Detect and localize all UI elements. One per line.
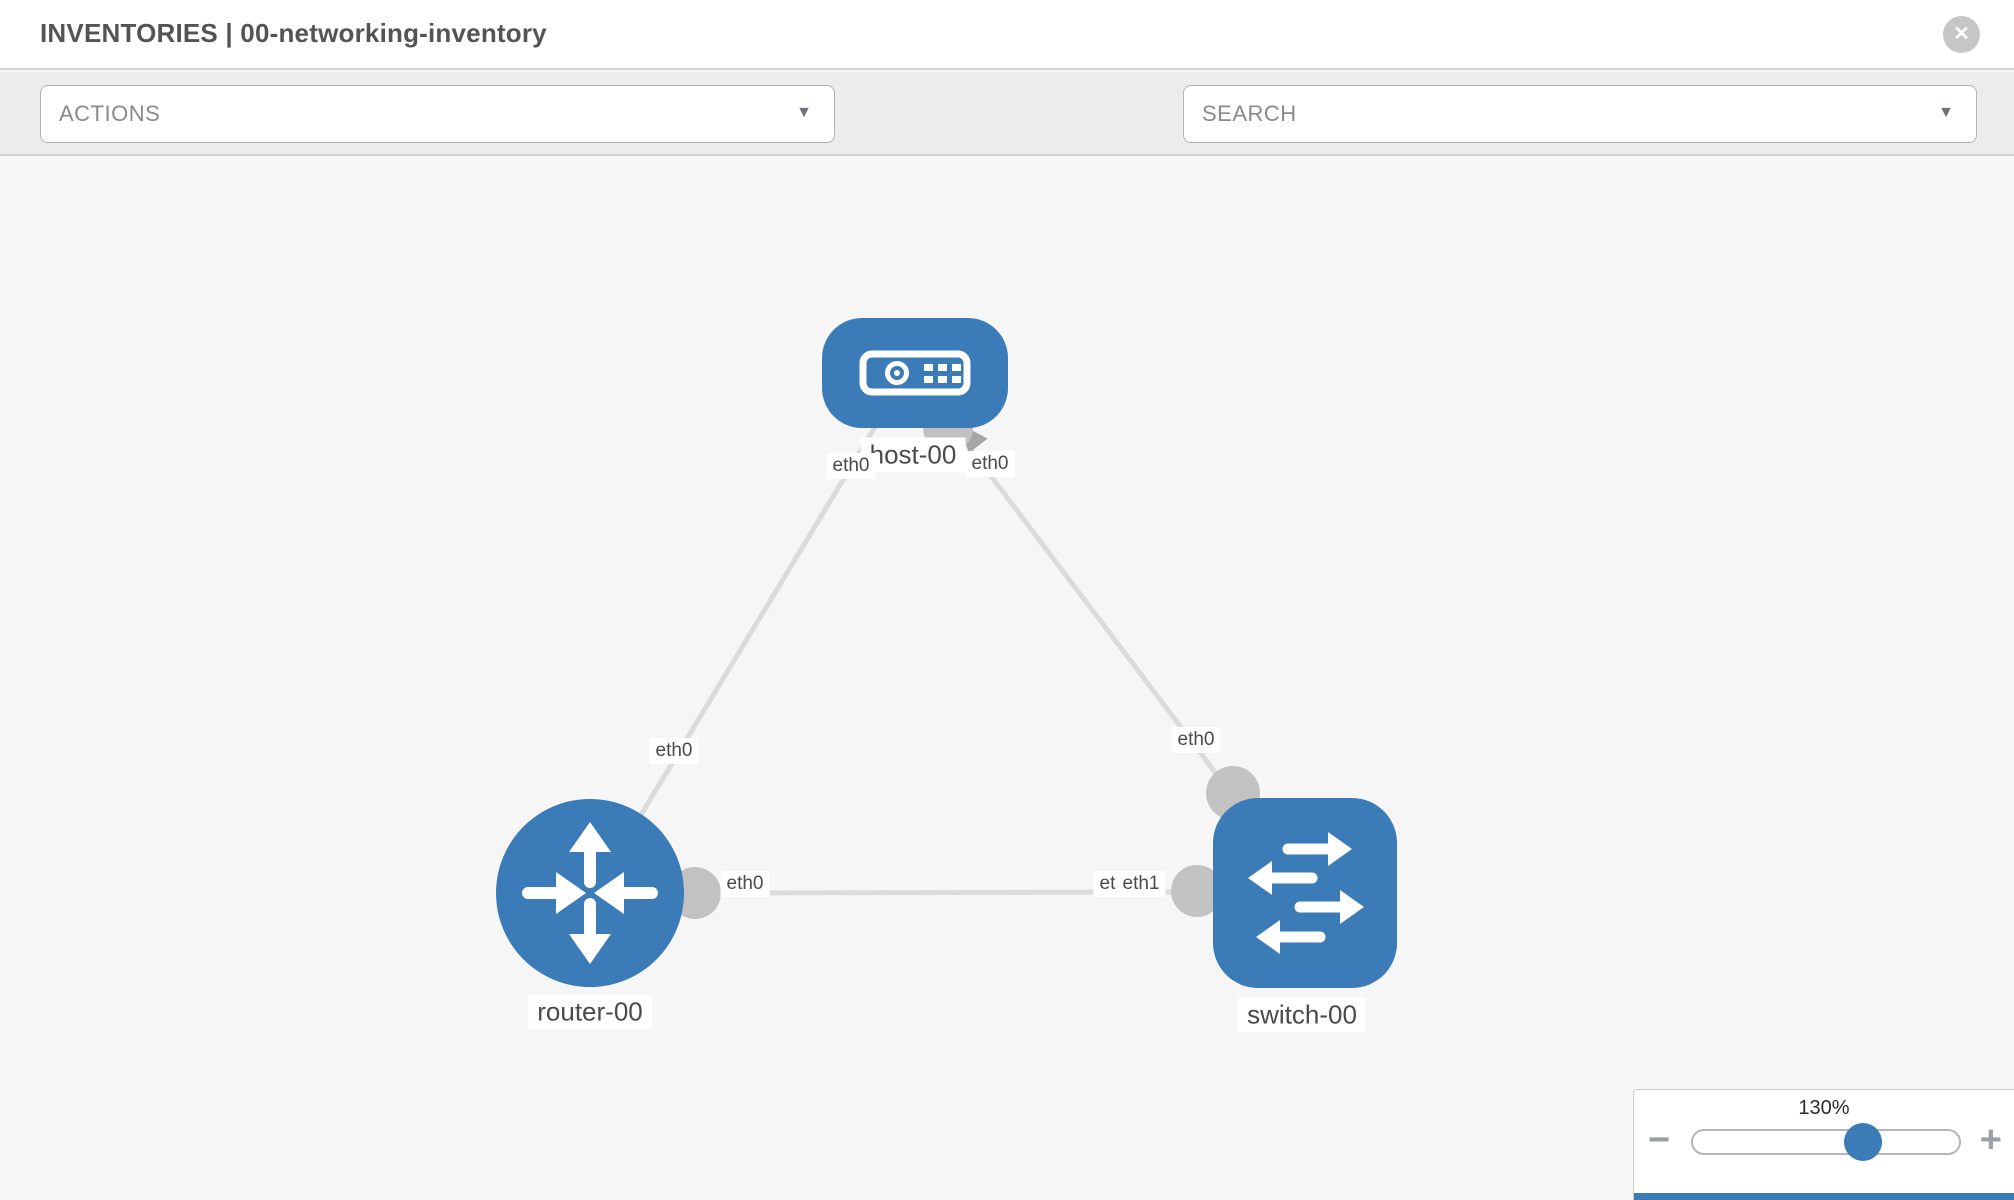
interface-label: eth0	[720, 871, 770, 897]
zoom-in-button[interactable]: +	[1980, 1120, 2002, 1160]
topology-canvas[interactable]: host-00 eth0 eth0 eth0 eth0 eth0 eth0 et…	[0, 156, 2014, 1200]
interface-label: eth0	[1171, 727, 1221, 753]
actions-dropdown-label: ACTIONS	[59, 101, 161, 126]
zoom-level: 130%	[1798, 1097, 1850, 1119]
interface-connector	[1171, 865, 1223, 917]
interface-label: eth0	[826, 453, 876, 479]
close-icon: ✕	[1953, 23, 1970, 45]
page-title: INVENTORIES | 00-networking-inventory	[40, 18, 547, 48]
node-label-switch-00: switch-00	[1238, 997, 1366, 1033]
interface-label: eth0	[649, 738, 699, 764]
toolbar: ACTIONS ▼ SEARCH ▼	[0, 72, 2014, 202]
actions-dropdown[interactable]: ACTIONS ▼	[40, 85, 835, 143]
interface-label: eth1	[1116, 871, 1166, 897]
chevron-down-icon: ▼	[1938, 104, 1954, 121]
close-button[interactable]: ✕	[1943, 16, 1980, 53]
zoom-slider-thumb[interactable]	[1844, 1123, 1883, 1161]
search-dropdown-label: SEARCH	[1202, 101, 1297, 126]
zoom-slider[interactable]	[1691, 1123, 1961, 1161]
search-dropdown[interactable]: SEARCH ▼	[1183, 85, 1977, 143]
zoom-panel-accent-strip	[1634, 1193, 2014, 1200]
interface-label: eth0	[965, 451, 1015, 477]
node-host-00[interactable]	[822, 318, 1008, 428]
node-label-host-00: host-00	[860, 437, 966, 473]
node-label-router-00: router-00	[528, 994, 652, 1030]
switch-icon	[1248, 832, 1364, 954]
zoom-out-button[interactable]: −	[1648, 1120, 1670, 1160]
chevron-down-icon: ▼	[796, 104, 812, 121]
host-icon	[859, 350, 971, 396]
header: INVENTORIES | 00-networking-inventory ✕	[0, 0, 2014, 70]
router-icon	[522, 822, 658, 964]
node-router-00[interactable]	[496, 799, 684, 987]
link-host-router[interactable]	[592, 420, 881, 893]
zoom-panel: 130% − +	[1633, 1089, 2014, 1200]
plus-icon: +	[1979, 1119, 2002, 1161]
node-switch-00[interactable]	[1213, 798, 1397, 988]
minus-icon: −	[1648, 1119, 1671, 1161]
